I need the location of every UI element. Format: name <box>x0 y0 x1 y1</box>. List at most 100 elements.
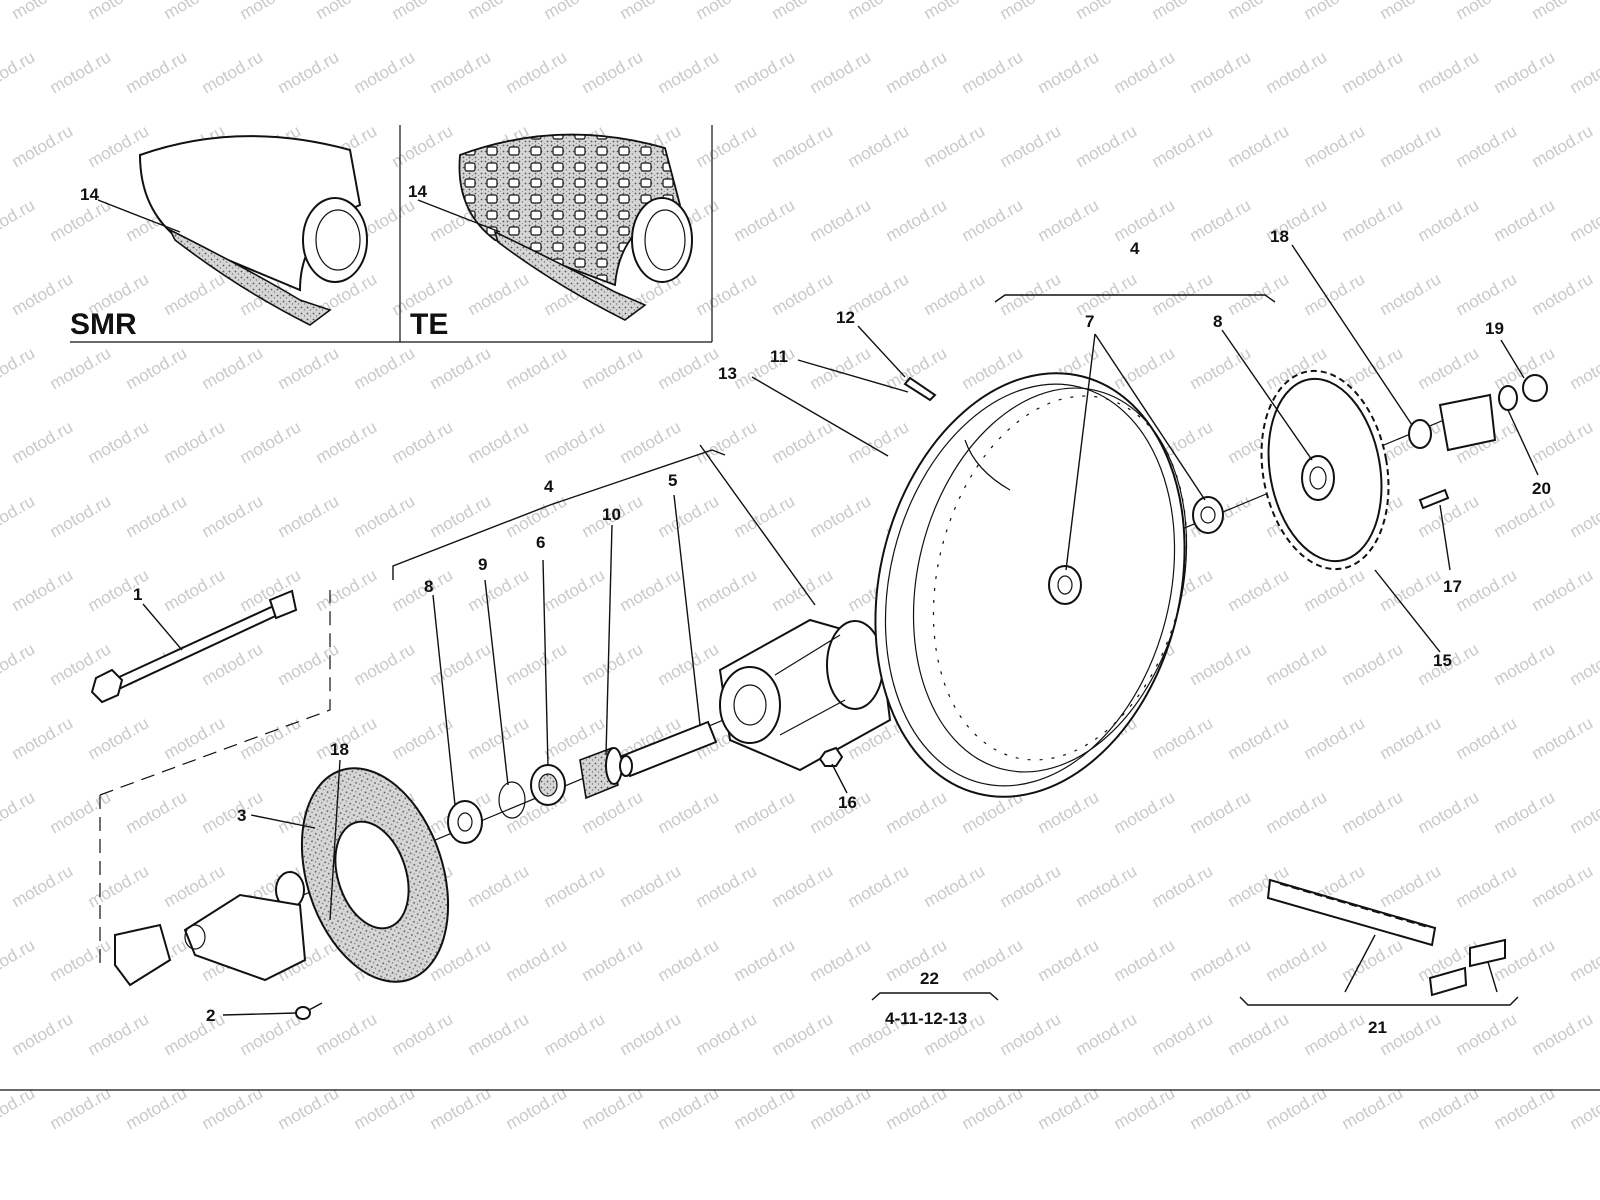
watermark-text: motod.ru <box>427 639 495 689</box>
watermark-text: motod.ru <box>389 0 457 23</box>
watermark-text: motod.ru <box>0 639 38 689</box>
watermark-text: motod.ru <box>1377 565 1445 615</box>
watermark-text: motod.ru <box>883 787 951 837</box>
tire-variant-insets <box>70 125 713 343</box>
watermark-text: motod.ru <box>1567 195 1600 245</box>
watermark-text: motod.ru <box>0 343 38 393</box>
watermark-text: motod.ru <box>9 565 77 615</box>
leader-lines <box>97 199 1539 1016</box>
watermark-text: motod.ru <box>1529 861 1597 911</box>
watermark-text: motod.ru <box>807 491 875 541</box>
watermark-text: motod.ru <box>1111 787 1179 837</box>
watermark-text: motod.ru <box>389 417 457 467</box>
watermark-text: motod.ru <box>389 121 457 171</box>
watermark-text: motod.ru <box>313 565 381 615</box>
watermark-text: motod.ru <box>693 417 761 467</box>
watermark-text: motod.ru <box>465 565 533 615</box>
watermark-text: motod.ru <box>693 1009 761 1059</box>
watermark-text: motod.ru <box>237 713 305 763</box>
watermark-text: motod.ru <box>807 935 875 985</box>
watermark-text: motod.ru <box>959 195 1027 245</box>
callout-7: 7 <box>1085 312 1094 331</box>
wheel-rim <box>874 372 1188 798</box>
watermark-text: motod.ru <box>1073 1009 1141 1059</box>
watermark-text: motod.ru <box>237 0 305 23</box>
watermark-text: motod.ru <box>275 1083 343 1133</box>
watermark-text: motod.ru <box>921 0 989 23</box>
watermark-text: motod.ru <box>1111 195 1179 245</box>
watermark-text: motod.ru <box>1415 1083 1483 1133</box>
watermark-text: motod.ru <box>1187 787 1255 837</box>
watermark-text: motod.ru <box>769 417 837 467</box>
watermark-text: motod.ru <box>883 935 951 985</box>
watermark-text: motod.ru <box>465 417 533 467</box>
watermark-text: motod.ru <box>161 417 229 467</box>
watermark-text: motod.ru <box>1263 787 1331 837</box>
watermark-text: motod.ru <box>1453 861 1521 911</box>
watermark-text: motod.ru <box>921 121 989 171</box>
watermark-text: motod.ru <box>0 787 38 837</box>
watermark-text: motod.ru <box>1187 639 1255 689</box>
watermark-text: motod.ru <box>1529 565 1597 615</box>
watermark-text: motod.ru <box>693 269 761 319</box>
watermark-text: motod.ru <box>389 1009 457 1059</box>
watermark-text: motod.ru <box>655 491 723 541</box>
watermark-text: motod.ru <box>275 47 343 97</box>
callout-3: 3 <box>237 806 246 825</box>
watermark-text: motod.ru <box>199 491 267 541</box>
caliper-bracket <box>114 871 307 987</box>
circlip <box>498 781 526 819</box>
watermark-text: motod.ru <box>807 47 875 97</box>
watermark-text: motod.ru <box>1529 0 1597 23</box>
watermark-text: motod.ru <box>47 787 115 837</box>
watermark-text: motod.ru <box>1187 195 1255 245</box>
watermark-text: motod.ru <box>1149 861 1217 911</box>
axle-nut <box>1498 374 1548 411</box>
watermark-text: motod.ru <box>123 343 191 393</box>
bearing-left <box>447 800 483 844</box>
watermark-text: motod.ru <box>845 0 913 23</box>
watermark-text: motod.ru <box>47 47 115 97</box>
watermark-text: motod.ru <box>1529 417 1597 467</box>
watermark-text: motod.ru <box>1339 47 1407 97</box>
watermark-text: motod.ru <box>1187 47 1255 97</box>
watermark-text: motod.ru <box>845 417 913 467</box>
watermark-text: motod.ru <box>0 195 38 245</box>
watermark-text: motod.ru <box>1415 47 1483 97</box>
watermark-text: motod.ru <box>769 565 837 615</box>
watermark-text: motod.ru <box>1491 1083 1559 1133</box>
watermark-text: motod.ru <box>47 935 115 985</box>
watermark-text: motod.ru <box>199 787 267 837</box>
watermark-text: motod.ru <box>655 1083 723 1133</box>
watermark-text: motod.ru <box>807 1083 875 1133</box>
watermark-text: motod.ru <box>0 935 38 985</box>
watermark-text: motod.ru <box>769 121 837 171</box>
watermark-text: motod.ru <box>85 417 153 467</box>
watermark-text: motod.ru <box>0 491 38 541</box>
valve <box>903 376 1011 491</box>
watermark-text: motod.ru <box>1073 0 1141 23</box>
watermark-text: motod.ru <box>541 565 609 615</box>
watermark-text: motod.ru <box>0 47 38 97</box>
watermark-text: motod.ru <box>769 269 837 319</box>
callout-21: 21 <box>1368 1018 1387 1037</box>
callout-15: 15 <box>1433 651 1452 670</box>
watermark-text: motod.ru <box>237 417 305 467</box>
variant-label-smr: SMR <box>70 308 137 341</box>
watermark-text: motod.ru <box>1111 1083 1179 1133</box>
watermark-text: motod.ru <box>199 47 267 97</box>
assembly-guide-lines <box>99 590 331 970</box>
watermark-text: motod.ru <box>883 195 951 245</box>
watermark-text: motod.ru <box>731 787 799 837</box>
watermark-text: motod.ru <box>427 491 495 541</box>
hub-bearing <box>1048 565 1082 605</box>
watermark-text: motod.ru <box>655 787 723 837</box>
watermark-text: motod.ru <box>579 1083 647 1133</box>
watermark-text: motod.ru <box>9 861 77 911</box>
watermark-text: motod.ru <box>503 935 571 985</box>
wheel-hub <box>718 618 892 772</box>
callout-11: 11 <box>770 347 788 366</box>
watermark-text: motod.ru <box>1567 491 1600 541</box>
watermark-text: motod.ru <box>883 1083 951 1133</box>
watermark-text: motod.ru <box>161 269 229 319</box>
